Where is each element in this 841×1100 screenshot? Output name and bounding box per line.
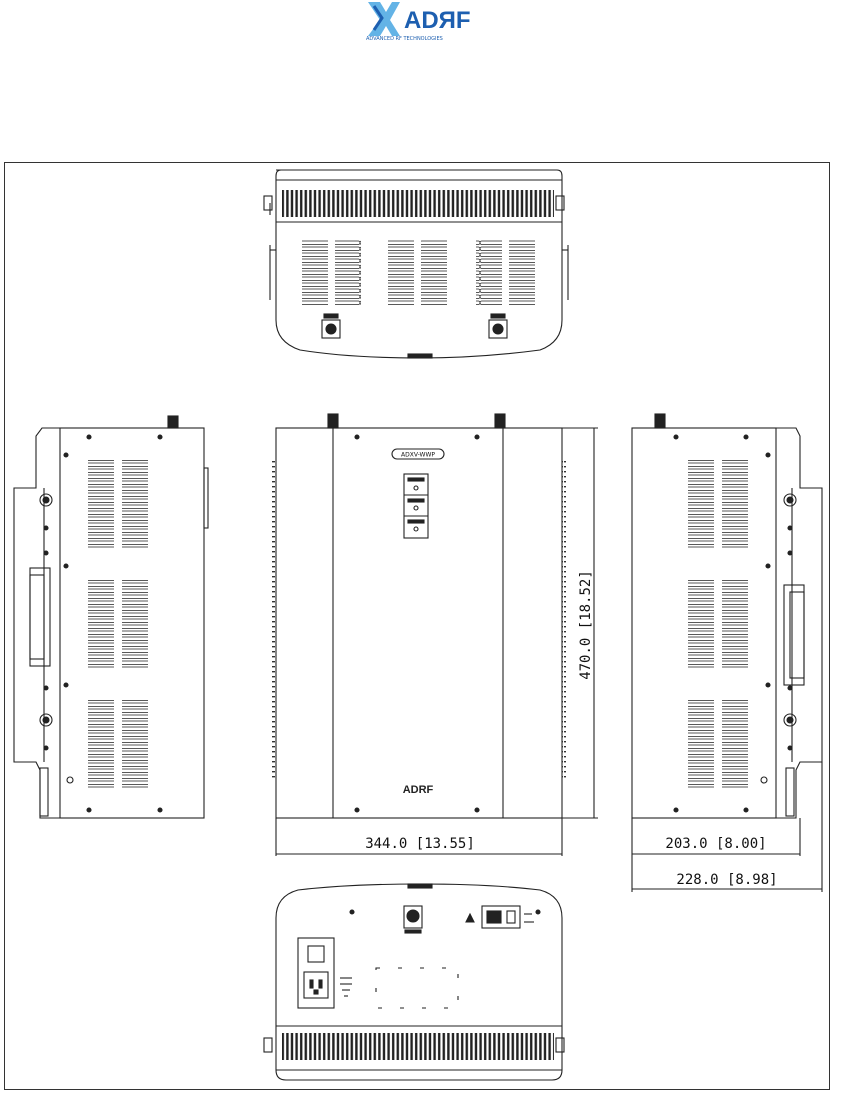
antenna-connector-icon [168,416,178,428]
heatsink-fins [282,190,554,217]
vent-slots [688,580,714,670]
vent-slots [509,240,535,306]
antenna-connector-icon [328,414,338,428]
right-side-view [632,414,822,892]
vent-slots [688,460,714,550]
depth-dimension-label: 203.0 [8.00] [665,836,766,852]
vent-slots [722,580,748,670]
vent-slots [476,240,502,306]
edge-ridges [272,460,276,780]
network-symbol-icon [466,914,474,922]
vent-slots [688,700,714,790]
vent-slots [302,240,328,306]
front-badge-text: ADXV-WWP [401,452,435,459]
bottom-view [264,884,564,1080]
edge-ridges [562,460,566,780]
overall-depth-dimension-label: 228.0 [8.98] [676,872,777,888]
vent-slots [88,700,114,790]
vent-slots [122,580,148,670]
vent-slots [722,460,748,550]
heatsink-fins [282,1033,554,1060]
vent-slots [421,240,447,306]
antenna-connector-icon [655,414,665,428]
vent-slots [335,240,361,306]
vent-slots [88,460,114,550]
vent-slots [122,460,148,550]
front-view [272,414,598,856]
vent-slots [88,580,114,670]
vent-slots [722,700,748,790]
ground-symbol-icon [340,978,352,996]
height-dimension-label: 470.0 [18.52] [578,570,594,680]
front-brand-plate: ADRF [403,784,434,796]
antenna-connector-icon [495,414,505,428]
width-dimension-label: 344.0 [13.55] [365,836,475,852]
antenna-connector-icon [489,314,507,338]
ethernet-port-icon [482,906,534,928]
vent-slots [388,240,414,306]
ac-inlet-icon [304,972,328,998]
antenna-connector-icon [322,314,340,338]
vent-slots [122,700,148,790]
left-side-view [14,416,208,818]
top-view [264,170,568,358]
fan-icon [404,906,422,933]
